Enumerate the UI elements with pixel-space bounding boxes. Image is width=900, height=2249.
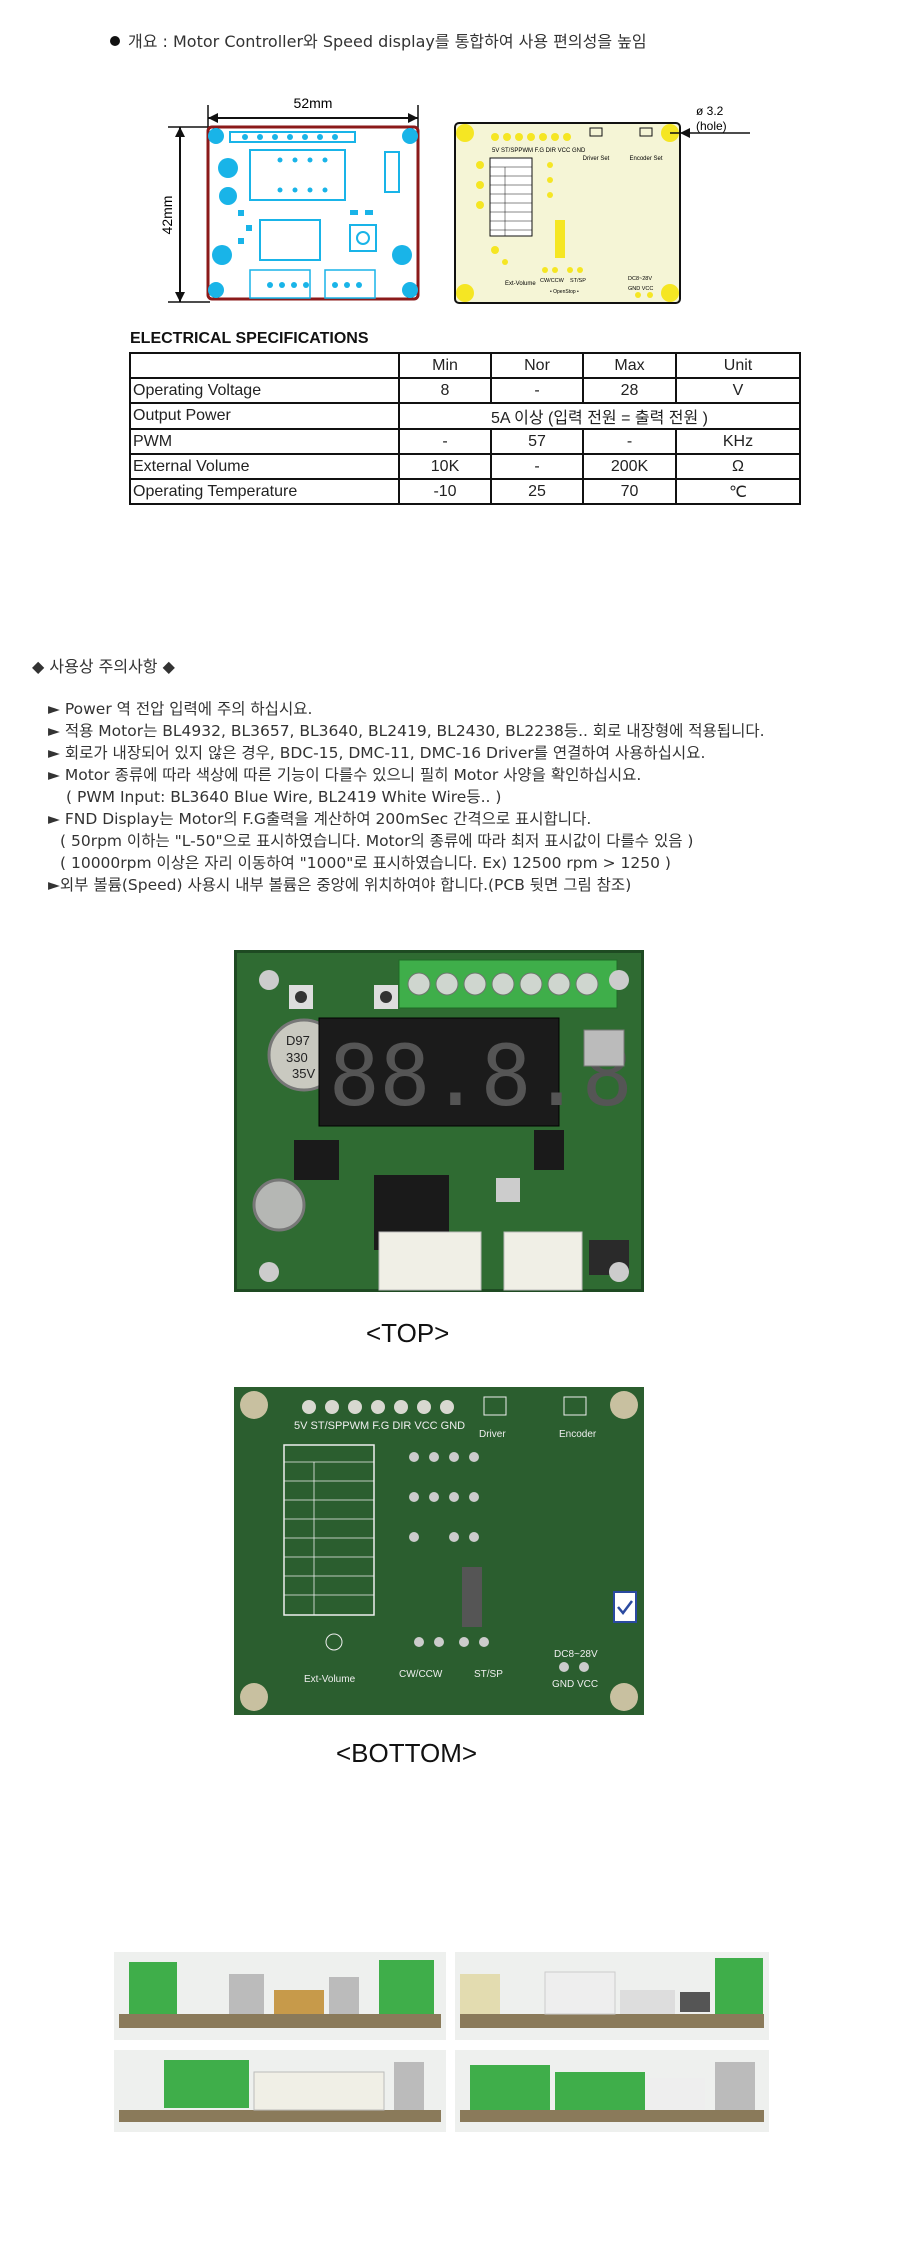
table-row: Operating Voltage 8 - 28 V — [129, 377, 801, 404]
svg-text:CW/CCW: CW/CCW — [399, 1669, 443, 1680]
list-item: ( 10000rpm 이상은 자리 이동하여 "1000"로 표시하였습니다. … — [60, 854, 671, 872]
side-photo-3 — [114, 2050, 446, 2132]
table-cell: PWM — [129, 428, 400, 455]
spec-title: ELECTRICAL SPECIFICATIONS — [130, 330, 369, 347]
overview-text: 개요 : Motor Controller와 Speed display를 통합… — [128, 32, 647, 51]
svg-text:DC8~28V: DC8~28V — [554, 1649, 598, 1660]
table-cell: 5A 이상 (입력 전원 = 출력 전원 ) — [398, 402, 801, 430]
table-cell: 57 — [490, 428, 584, 455]
list-item: ► 적용 Motor는 BL4932, BL3657, BL3640, BL24… — [48, 722, 765, 740]
top-board-drawing — [206, 125, 420, 301]
driver-set-label: Driver Set — [583, 156, 610, 162]
top-board-photo: D97 330 35V 88.8.8. — [234, 950, 644, 1292]
svg-text:330: 330 — [286, 1050, 308, 1065]
top-caption: <TOP> — [366, 1318, 450, 1348]
list-item: ► 회로가 내장되어 있지 않은 경우, BDC-15, DMC-11, DMC… — [48, 744, 706, 762]
list-item: ( 50rpm 이하는 "L-50"으로 표시하였습니다. Motor의 종류에… — [60, 832, 694, 850]
side-photo-4 — [455, 2050, 769, 2132]
table-cell: 8 — [398, 377, 492, 404]
svg-text:ST/SP: ST/SP — [474, 1669, 503, 1680]
bottom-pin-labels: 5V ST/SPPWM F.G DIR VCC GND — [492, 148, 586, 154]
table-cell: - — [398, 428, 492, 455]
list-item: ► Power 역 전압 입력에 주의 하십시요. — [48, 700, 313, 718]
hole-label-hole: (hole) — [696, 119, 727, 133]
table-cell: Ω — [675, 453, 801, 480]
notes-title: ◆ 사용상 주의사항 ◆ — [32, 657, 175, 676]
table-cell: - — [490, 453, 584, 480]
hole-label-diameter: ø 3.2 — [696, 104, 724, 118]
board-dimension-diagram: 52mm 42mm 5V ST — [159, 95, 750, 304]
table-cell: 70 — [582, 478, 677, 505]
table-cell: ℃ — [675, 478, 801, 505]
table-cell: - — [582, 428, 677, 455]
svg-text:35V: 35V — [292, 1066, 315, 1081]
side-photo-2 — [455, 1952, 769, 2040]
table-cell: 10K — [398, 453, 492, 480]
table-cell: - — [490, 377, 584, 404]
cw-ccw-label: CW/CCW — [540, 278, 565, 284]
table-cell: Operating Voltage — [129, 377, 400, 404]
spec-table: Min Nor Max Unit Operating Voltage 8 - 2… — [129, 352, 801, 505]
table-cell: -10 — [398, 478, 492, 505]
svg-text:5V ST/SPPWM F.G DIR VCC GND: 5V ST/SPPWM F.G DIR VCC GND — [294, 1420, 465, 1432]
openstop-label: • OpenStop • — [550, 289, 579, 295]
bullet-icon — [110, 36, 120, 46]
svg-text:D97: D97 — [286, 1033, 310, 1048]
dc-label: DC8~28V — [628, 276, 652, 282]
table-cell: External Volume — [129, 453, 400, 480]
table-cell: Operating Temperature — [129, 478, 400, 505]
table-header-cell: Unit — [675, 352, 801, 379]
table-header-cell: Max — [582, 352, 677, 379]
width-label: 52mm — [294, 95, 333, 111]
bottom-board-drawing: 5V ST/SPPWM F.G DIR VCC GND Driver Set E… — [454, 122, 681, 304]
list-item: ►외부 볼륨(Speed) 사용시 내부 볼륨은 중앙에 위치하여야 합니다.(… — [48, 876, 632, 894]
table-cell: 28 — [582, 377, 677, 404]
table-row: Min Nor Max Unit — [129, 352, 801, 379]
encoder-set-label: Encoder Set — [629, 156, 662, 162]
table-cell: KHz — [675, 428, 801, 455]
table-row: Operating Temperature -10 25 70 ℃ — [129, 478, 801, 505]
svg-text:Driver: Driver — [479, 1429, 506, 1440]
overview-line: 개요 : Motor Controller와 Speed display를 통합… — [110, 28, 647, 52]
list-item: ► FND Display는 Motor의 F.G출력을 계산하여 200mSe… — [48, 810, 592, 828]
st-sp-label: ST/SP — [570, 278, 586, 284]
bottom-board-photo: 5V ST/SPPWM F.G DIR VCC GND Driver Encod… — [234, 1387, 644, 1715]
table-header-cell: Nor — [490, 352, 584, 379]
side-photo-1 — [114, 1952, 446, 2040]
bottom-caption: <BOTTOM> — [336, 1738, 478, 1768]
table-row: External Volume 10K - 200K Ω — [129, 453, 801, 480]
table-cell: Output Power — [129, 402, 400, 430]
svg-text:Encoder: Encoder — [559, 1429, 597, 1440]
table-row: Output Power 5A 이상 (입력 전원 = 출력 전원 ) — [129, 402, 801, 430]
list-item: ► Motor 종류에 따라 색상에 따른 기능이 다를수 있으니 필히 Mot… — [48, 766, 642, 784]
list-item: ( PWM Input: BL3640 Blue Wire, BL2419 Wh… — [66, 788, 502, 806]
height-label: 42mm — [159, 196, 175, 235]
table-header-cell — [129, 352, 400, 379]
table-cell: V — [675, 377, 801, 404]
svg-text:Ext-Volume: Ext-Volume — [304, 1674, 356, 1685]
table-row: PWM - 57 - KHz — [129, 428, 801, 455]
gnd-vcc-label: GND VCC — [628, 286, 653, 292]
svg-text:GND VCC: GND VCC — [552, 1679, 598, 1690]
ext-volume-label: Ext-Volume — [505, 281, 536, 287]
table-header-cell: Min — [398, 352, 492, 379]
table-cell: 200K — [582, 453, 677, 480]
table-cell: 25 — [490, 478, 584, 505]
